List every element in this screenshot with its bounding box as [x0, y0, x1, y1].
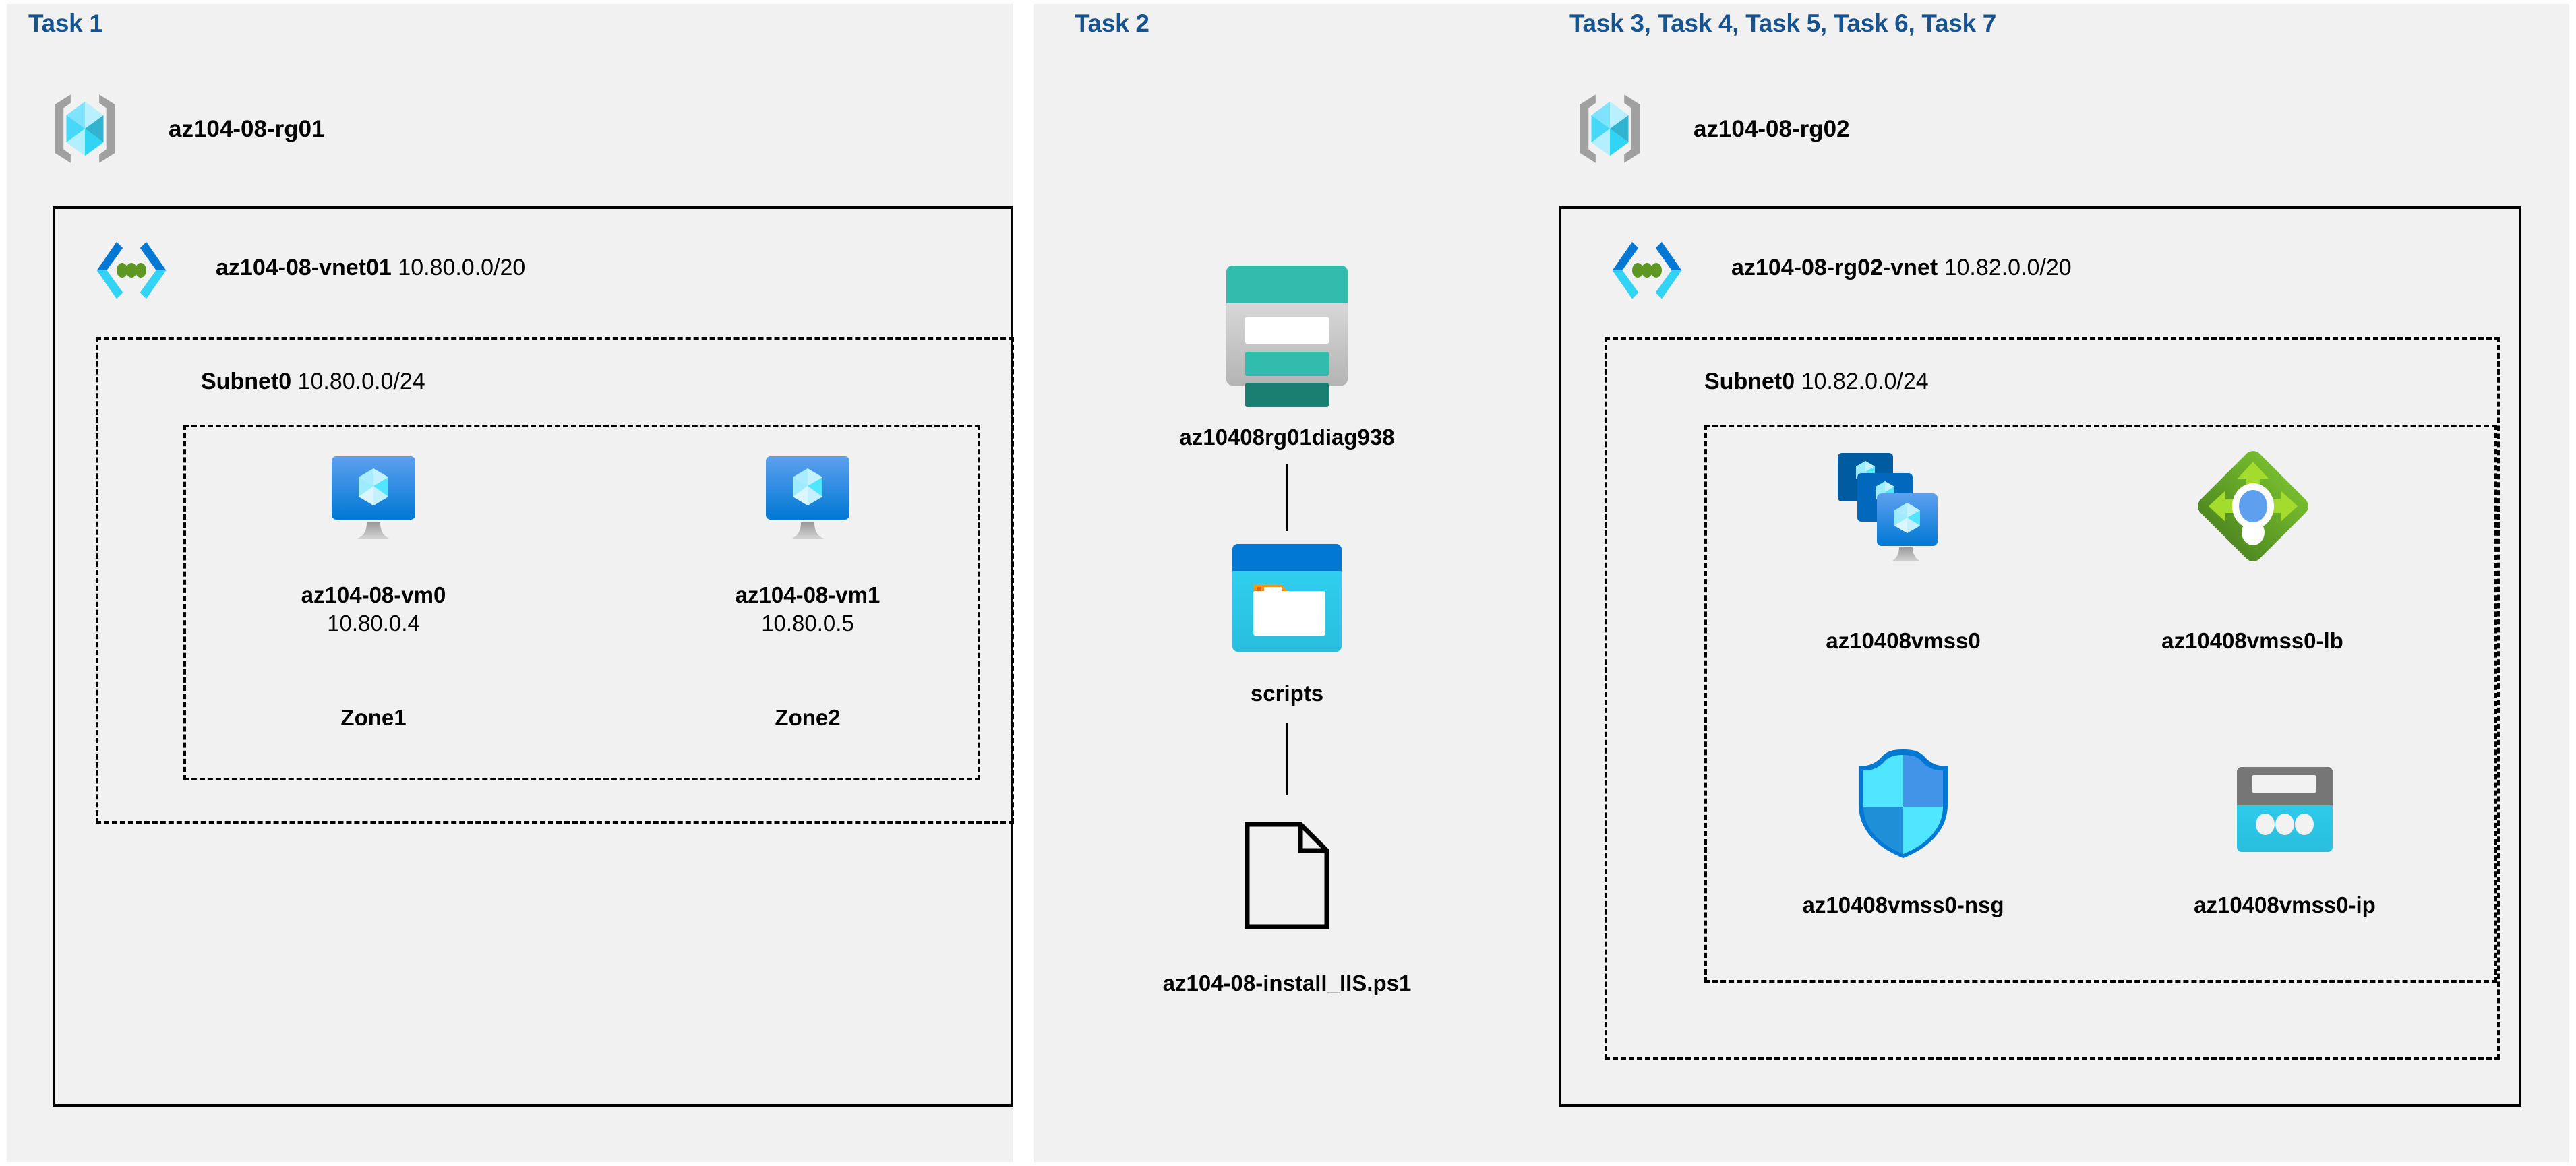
- subnet-box-task3to7: [1605, 337, 2500, 1060]
- file-label: az104-08-install_IIS.ps1: [1162, 971, 1412, 995]
- virtual-network-icon: [94, 239, 169, 301]
- load-balancer-icon: [2190, 447, 2315, 568]
- subnet-name-task1: Subnet0: [201, 369, 292, 394]
- nsg-label: az10408vmss0-nsg: [1802, 892, 2004, 917]
- subnet-header-task1: Subnet0 10.80.0.0/24: [201, 369, 425, 395]
- vm-scale-set-icon: [1836, 452, 1965, 570]
- vnet-name-task1: az104-08-vnet01: [216, 255, 392, 280]
- resource-group-label-rg01: az104-08-rg01: [169, 116, 325, 142]
- connector-container-to-file: [1286, 723, 1288, 795]
- storage-account-icon: [1225, 264, 1349, 387]
- blob-container-label: scripts: [1250, 681, 1324, 706]
- public-ip-address-icon: [2236, 766, 2334, 853]
- task-label-1: Task 1: [28, 9, 103, 37]
- virtual-machine-icon: [760, 455, 855, 543]
- vnet-cidr-task3to7: 10.82.0.0/20: [1944, 255, 2072, 280]
- vm-zone-vm0: Zone1: [340, 705, 407, 730]
- subnet-cidr-task3to7: 10.82.0.0/24: [1801, 369, 1929, 394]
- vnet-cidr-task1: 10.80.0.0/20: [398, 255, 526, 280]
- subnet-name-task3to7: Subnet0: [1704, 369, 1795, 394]
- blob-container-icon: [1231, 543, 1343, 653]
- file-document-icon: [1244, 821, 1330, 930]
- vnet-name-task3to7: az104-08-rg02-vnet: [1731, 255, 1938, 280]
- vm-group-box-task1: [183, 425, 980, 780]
- storage-account-bar-icon: [1245, 383, 1329, 407]
- storage-account-label: az10408rg01diag938: [1179, 425, 1395, 450]
- subnet-cidr-task1: 10.80.0.0/24: [297, 369, 425, 394]
- task-label-2: Task 2: [1075, 9, 1149, 37]
- public-ip-label: az10408vmss0-ip: [2194, 892, 2376, 917]
- load-balancer-label: az10408vmss0-lb: [2161, 628, 2343, 653]
- connector-storage-to-container: [1286, 464, 1288, 531]
- resource-group-box-task3to7: [1704, 425, 2497, 983]
- resource-group-icon: [49, 92, 121, 166]
- vm-zone-vm1: Zone2: [775, 705, 841, 730]
- vm-name-vm0: az104-08-vm0: [301, 582, 446, 607]
- vm-ip-vm0: 10.80.0.4: [327, 611, 420, 636]
- panel-task1: [7, 4, 1013, 1162]
- resource-group-label-rg02: az104-08-rg02: [1694, 116, 1850, 142]
- vm-label-vm0: az104-08-vm0 10.80.0.4: [205, 581, 542, 638]
- panel-task3to7: [1538, 4, 2569, 1162]
- vm-name-vm1: az104-08-vm1: [735, 582, 880, 607]
- vm-label-vm1: az104-08-vm1 10.80.0.5: [639, 581, 976, 638]
- subnet-box-task1: [96, 337, 1014, 824]
- virtual-machine-icon: [326, 455, 421, 543]
- vm-ip-vm1: 10.80.0.5: [761, 611, 854, 636]
- vmss-label: az10408vmss0: [1826, 628, 1981, 653]
- network-security-group-icon: [1853, 749, 1954, 861]
- vnet-box-task3to7: [1559, 206, 2521, 1107]
- virtual-network-icon: [1610, 239, 1684, 301]
- vnet-header-task3to7: az104-08-rg02-vnet 10.82.0.0/20: [1731, 255, 2072, 281]
- vnet-header-task1: az104-08-vnet01 10.80.0.0/20: [216, 255, 525, 281]
- subnet-header-task3to7: Subnet0 10.82.0.0/24: [1704, 369, 1929, 395]
- task-label-3-7: Task 3, Task 4, Task 5, Task 6, Task 7: [1569, 9, 1997, 37]
- resource-group-icon: [1574, 92, 1646, 166]
